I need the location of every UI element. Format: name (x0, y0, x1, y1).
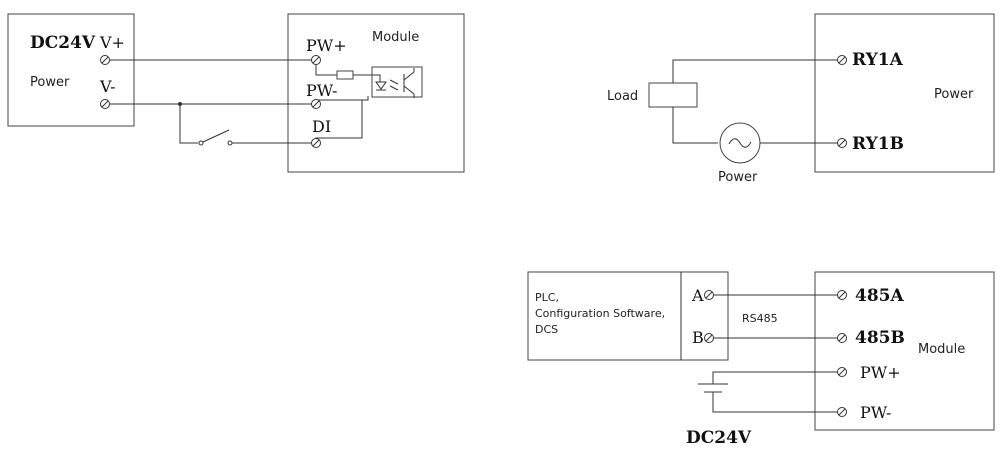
rs485-pw-minus-label: PW- (860, 403, 891, 422)
host-line-2: Configuration Software, (535, 307, 665, 320)
relay-wiring-diagram: Power RY1A RY1B Load Power (607, 13, 995, 185)
host-line-3: DCS (535, 323, 558, 336)
supply-voltage-label: DC24V (686, 428, 752, 448)
rs485-bus-label: RS485 (742, 312, 778, 325)
switch-contact (227, 140, 233, 146)
485a-label: 485A (855, 286, 904, 306)
relay-box-label: Power (934, 87, 974, 102)
resistor-symbol (336, 70, 354, 80)
di-module-box (287, 13, 465, 173)
rs485-pw-plus-label: PW+ (860, 363, 901, 382)
switch-contact (198, 140, 204, 146)
ac-wave-icon (728, 138, 752, 148)
host-box (527, 271, 729, 361)
wire-supply-pwplus (712, 371, 838, 384)
di-label: DI (312, 117, 331, 136)
relay-module-box (814, 13, 995, 173)
ry1a-label: RY1A (852, 50, 904, 70)
wire-supply-pwminus (712, 392, 838, 413)
junction-dot (178, 102, 182, 106)
host-line-1: PLC, (535, 291, 559, 304)
rs485-module-box (814, 271, 995, 431)
rs485-wiring-diagram: PLC, Configuration Software, DCS A B Mod… (527, 271, 995, 448)
dc-power-label: Power (30, 75, 70, 90)
switch-blade (202, 129, 230, 143)
wire-load-source (672, 107, 718, 144)
ac-power-label: Power (718, 170, 758, 185)
v-minus-label: V- (99, 77, 116, 96)
dc-power-box (7, 13, 135, 127)
di-wiring-diagram: DC24V Power V+ V- Module PW+ PW- DI (7, 13, 465, 173)
wire-switch-left (179, 104, 198, 144)
optocoupler-led-icon (375, 81, 387, 90)
ry1b-label: RY1B (852, 134, 904, 154)
pw-plus-label: PW+ (306, 36, 347, 55)
485b-label: 485B (855, 328, 905, 348)
optocoupler-transistor-icon (403, 68, 415, 98)
optocoupler-symbol (371, 66, 423, 98)
wire-ry1a-load (672, 59, 838, 83)
optocoupler-light-icon (389, 79, 399, 91)
pw-minus-label: PW- (306, 81, 337, 100)
load-symbol (648, 82, 698, 108)
host-a-label: A (691, 286, 704, 305)
load-label: Load (607, 89, 638, 104)
di-module-label: Module (372, 30, 419, 45)
v-plus-label: V+ (99, 33, 125, 52)
host-b-label: B (692, 328, 704, 347)
wire-resistor-led (353, 74, 381, 82)
dc-power-voltage: DC24V (30, 33, 96, 53)
rs485-module-label: Module (918, 342, 965, 357)
